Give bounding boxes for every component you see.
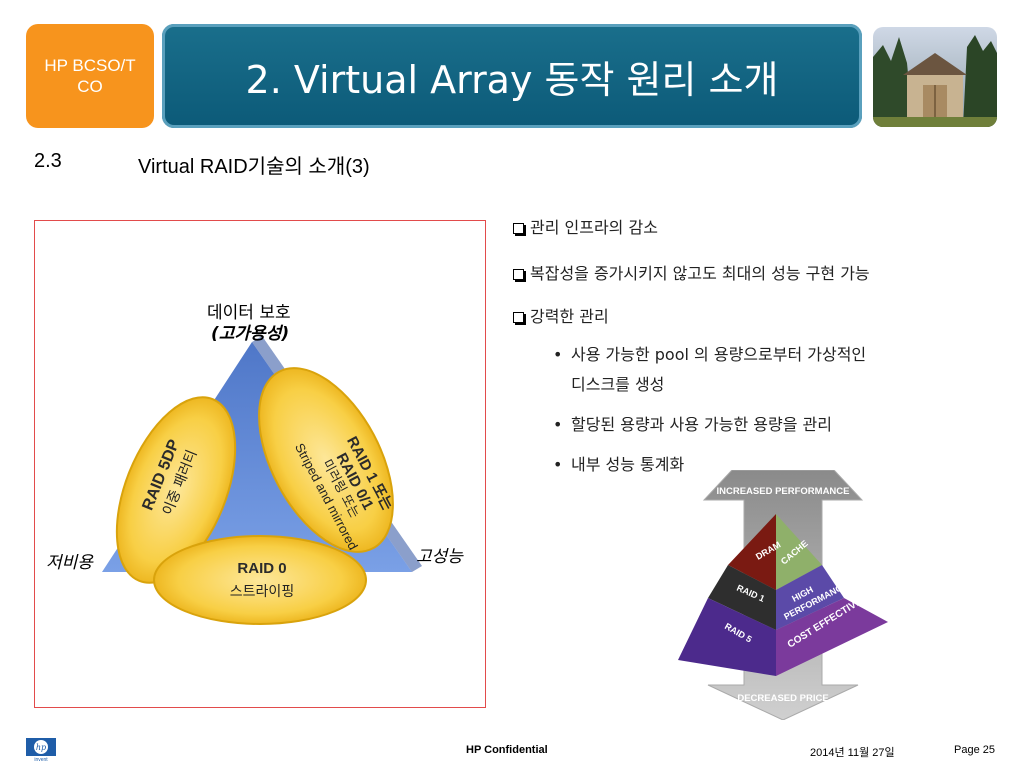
checkbox-bullet-icon [513, 312, 524, 323]
section-number: 2.3 [34, 150, 62, 172]
footer-date: 2014년 11월 27일 [810, 747, 895, 759]
section-heading: Virtual RAID기술의 소개(3) [138, 156, 370, 178]
sub-bullet-item-cont: 디스크를 생성 [571, 375, 665, 394]
dram-face [728, 514, 776, 590]
bullet-item: 복잡성을 증가시키지 않고도 최대의 성능 구현 가능 [513, 260, 870, 284]
sub-bullet-item: •사용 가능한 pool 의 용량으로부터 가상적인 [553, 345, 867, 364]
raid1-petal [258, 367, 394, 553]
slide-title: 2. Virtual Array 동작 원리 소개 [245, 57, 779, 102]
raid-triangle-diagram [102, 336, 422, 625]
svg-text:hp: hp [36, 743, 46, 752]
title-bar: 2. Virtual Array 동작 원리 소개 [162, 24, 862, 128]
bullet-item: 강력한 관리 [513, 303, 609, 327]
footer-confidential: HP Confidential [466, 744, 548, 756]
raid0-petal [153, 535, 367, 625]
left-label: 저비용 [46, 553, 93, 573]
sub-bullet-item: •할당된 용량과 사용 가능한 용량을 관리 [553, 415, 832, 434]
raid-diagram-frame [34, 220, 486, 708]
checkbox-bullet-icon [513, 223, 524, 234]
sub-bullet-item: •내부 성능 통계화 [553, 455, 685, 474]
top-label-2: (고가용성) [211, 324, 290, 344]
bullet-item: 관리 인프라의 감소 [513, 214, 658, 238]
checkbox-bullet-icon [513, 269, 524, 280]
cache-face [776, 514, 822, 590]
header-photo [873, 27, 997, 127]
top-label-1: 데이터 보호 [207, 303, 291, 323]
increased-performance-label: INCREASED PERFORMANCE [716, 486, 849, 497]
storage-pyramid-graphic: INCREASED PERFORMANCE DECREASED PRICE DR… [678, 470, 888, 720]
raid5-face [678, 598, 776, 676]
hp-logo: hp invent [26, 738, 56, 763]
footer-page: Page 25 [954, 744, 995, 756]
raid1-face [708, 565, 776, 630]
raid0-text: RAID 0 스트라이핑 [229, 560, 295, 600]
right-label: 고성능 [416, 547, 463, 567]
decreased-price-label: DECREASED PRICE [737, 693, 828, 704]
brand-box: HP BCSO/TCO [26, 24, 154, 128]
high-perf-face [776, 565, 844, 630]
svg-text:invent: invent [34, 757, 48, 762]
raid5dp-petal [115, 396, 237, 584]
cost-face [776, 598, 888, 676]
